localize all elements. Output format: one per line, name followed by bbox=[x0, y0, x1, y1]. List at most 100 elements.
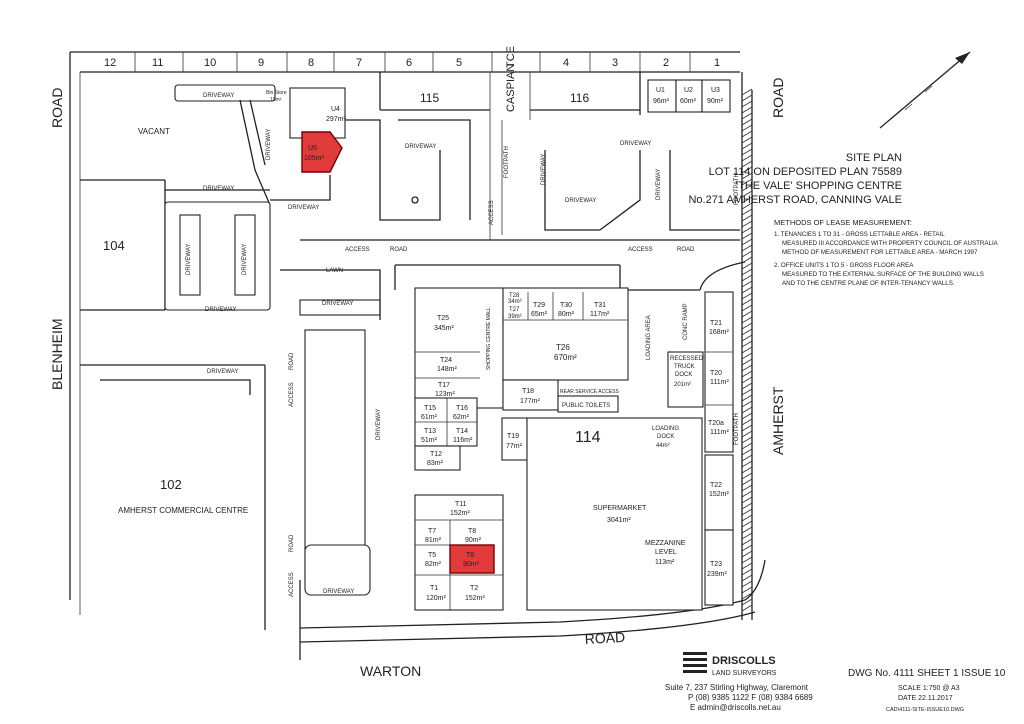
driveway-label: DRIVEWAY bbox=[656, 169, 662, 200]
hatch-line bbox=[741, 172, 753, 180]
hatch-line bbox=[741, 562, 753, 570]
tenancy-area: 62m² bbox=[453, 414, 470, 421]
hatch-line bbox=[741, 418, 753, 426]
tenancy-label: T16 bbox=[456, 405, 468, 412]
tenancy-label: T20 bbox=[710, 370, 722, 377]
public-toilets-label: PUBLIC TOILETS bbox=[562, 403, 610, 409]
tenancy-area: 34m² bbox=[508, 299, 522, 305]
unit-label: U3 bbox=[711, 87, 720, 94]
hatch-line bbox=[741, 406, 753, 414]
lot-104-label: 104 bbox=[103, 238, 125, 253]
title-block: SITE PLAN LOT 114 ON DEPOSITED PLAN 7558… bbox=[688, 152, 902, 206]
tenancy-area: 116m² bbox=[453, 437, 473, 444]
tenancy-label: T30 bbox=[560, 302, 572, 309]
hatch-line bbox=[741, 496, 753, 504]
tenancy-label: T19 bbox=[507, 433, 519, 440]
tenancy-area: 77m² bbox=[506, 443, 523, 450]
lot-number: 10 bbox=[204, 57, 216, 69]
tenancy-area: 117m² bbox=[590, 311, 610, 318]
hatch-line bbox=[741, 514, 753, 522]
lawn-label: LAWN bbox=[326, 268, 343, 274]
supermarket-box bbox=[526, 417, 703, 611]
road-label: ROAD bbox=[390, 247, 408, 253]
bin-store-label: Bin Store bbox=[266, 90, 287, 96]
rear-service-label: REAR SERVICE ACCESS bbox=[560, 389, 619, 395]
hatch-line bbox=[741, 556, 753, 564]
loading-dock-area: 44m² bbox=[656, 443, 670, 449]
loading-dock-label: LOADING bbox=[652, 426, 679, 432]
footpath-label: FOOTPATH bbox=[734, 173, 740, 205]
unit-label: U1 bbox=[656, 87, 665, 94]
driveway-label: DRIVEWAY bbox=[376, 409, 382, 440]
road-label-bottom: ROAD bbox=[584, 629, 625, 647]
tenancy-area: 123m² bbox=[435, 391, 456, 398]
hatch-line bbox=[741, 202, 753, 210]
tenancy-block-t12 bbox=[414, 445, 461, 471]
access-label: ACCESS bbox=[289, 572, 295, 597]
tenancy-block-toilets bbox=[557, 395, 619, 413]
hatch-line bbox=[741, 268, 753, 276]
hatch-line bbox=[741, 214, 753, 222]
tenancy-label: T17 bbox=[438, 382, 450, 389]
driveway-label: DRIVEWAY bbox=[541, 154, 547, 185]
unit-label: U4 bbox=[331, 106, 340, 113]
top-lot-numbers: 12 11 10 9 8 7 6 5 4 3 2 1 bbox=[104, 57, 720, 69]
title-line-3: 'THE VALE' SHOPPING CENTRE bbox=[736, 180, 902, 192]
hatch-line bbox=[741, 520, 753, 528]
tenancy-area: 65m² bbox=[531, 311, 548, 318]
company-sub: LAND SURVEYORS bbox=[712, 670, 777, 677]
tenancy-area: 111m² bbox=[710, 379, 729, 386]
company-block: DRISCOLLS LAND SURVEYORS Suite 7, 237 St… bbox=[665, 655, 813, 712]
driveway-label: DRIVEWAY bbox=[203, 186, 234, 192]
tenancy-label: T23 bbox=[710, 561, 722, 568]
tenancy-area: 111m² bbox=[710, 429, 729, 436]
hatch-line bbox=[741, 592, 753, 600]
methods-line: 1. TENANCIES 1 TO 31 - GROSS LETTABLE AR… bbox=[774, 231, 945, 238]
hatch-line bbox=[741, 502, 753, 510]
tenancy-area: 81m² bbox=[425, 537, 442, 544]
hatch-line bbox=[741, 286, 753, 294]
unit-u5-highlight bbox=[301, 131, 343, 173]
tenancy-block-west bbox=[414, 287, 504, 409]
tenancy-area: 152m² bbox=[450, 510, 471, 517]
hatch-line bbox=[741, 544, 753, 552]
tenancy-area: 120m² bbox=[426, 595, 447, 602]
tenancy-block-t23 bbox=[704, 529, 734, 606]
tenancy-block-t22 bbox=[704, 454, 734, 531]
tenancy-area: 177m² bbox=[520, 398, 541, 405]
tenancy-area: 61m² bbox=[421, 414, 438, 421]
lot-114-label: 114 bbox=[575, 429, 601, 446]
hatch-line bbox=[741, 484, 753, 492]
hatch-line bbox=[741, 598, 753, 606]
road-label-left: ROAD bbox=[49, 88, 65, 128]
methods-block: METHODS OF LEASE MEASUREMENT: 1. TENANCI… bbox=[774, 218, 999, 287]
tenancy-area: 90m² bbox=[465, 537, 482, 544]
unit-u3-box bbox=[701, 79, 731, 113]
hatch-line bbox=[741, 490, 753, 498]
driveway-label: DRIVEWAY bbox=[565, 198, 596, 204]
drawing-number: DWG No. 4111 SHEET 1 ISSUE 10 bbox=[848, 668, 1006, 679]
company-phone: P (08) 9385 1122 F (08) 9384 6689 bbox=[688, 693, 813, 702]
driveway-label: DRIVEWAY bbox=[620, 141, 651, 147]
lot-number: 11 bbox=[152, 57, 163, 69]
driveway-outlines bbox=[100, 84, 746, 596]
unit-label: U2 bbox=[684, 87, 693, 94]
tenancy-block-east bbox=[704, 291, 734, 453]
hatch-line bbox=[741, 448, 753, 456]
driscolls-logo-icon bbox=[683, 652, 707, 673]
hatch-line bbox=[741, 568, 753, 576]
hatch-line bbox=[741, 334, 753, 342]
lot-number: 3 bbox=[612, 57, 618, 69]
lot-number: 9 bbox=[258, 57, 264, 69]
hatch-line bbox=[741, 130, 753, 138]
driveway-label: DRIVEWAY bbox=[186, 244, 192, 275]
tenancy-area: 239m² bbox=[707, 571, 728, 578]
hatch-line bbox=[741, 178, 753, 186]
hatch-line bbox=[741, 478, 753, 486]
hatch-line bbox=[741, 100, 753, 108]
hatch-line bbox=[741, 550, 753, 558]
hatch-line bbox=[741, 580, 753, 588]
hatch-line bbox=[741, 220, 753, 228]
caspian-label: CASPIAN bbox=[505, 64, 517, 112]
